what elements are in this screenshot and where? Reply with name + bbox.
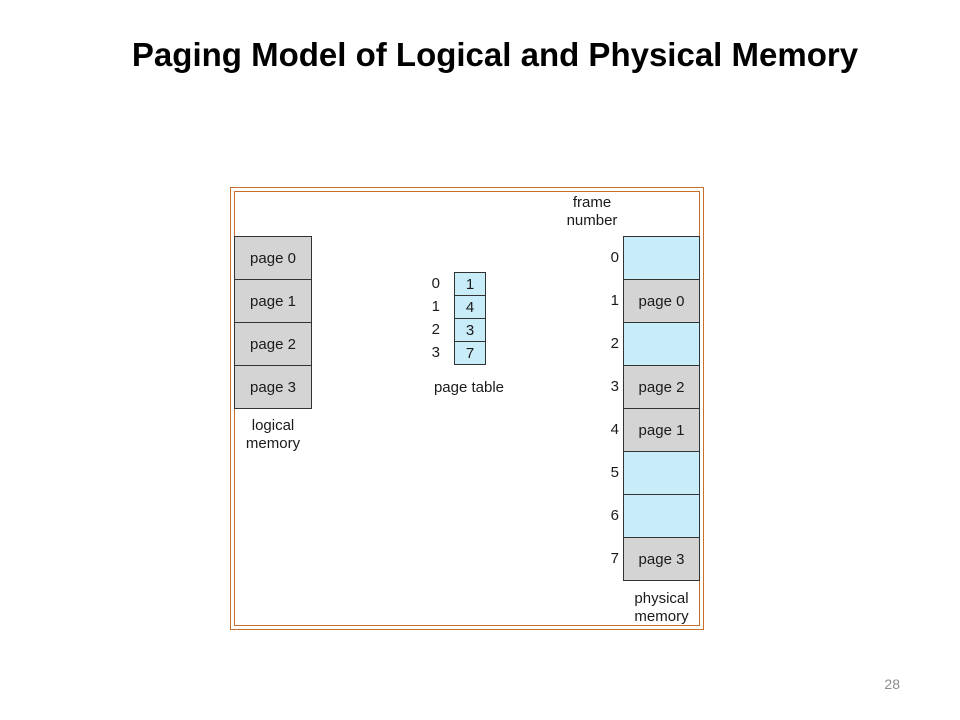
frame-number-5: 5: [610, 464, 619, 481]
physical-frame-5: [623, 451, 700, 495]
physical-frame-6: [623, 494, 700, 538]
page-table-index-0: 0: [431, 275, 440, 292]
physical-memory-label-line1: physical: [634, 590, 689, 607]
frame-number-1: 1: [610, 292, 619, 309]
physical-frame-4: page 1: [623, 408, 700, 452]
physical-frame-1: page 0: [623, 279, 700, 323]
logical-page-0: page 0: [234, 236, 312, 280]
page-table-entry-3: 7: [454, 341, 486, 365]
slide-title: Paging Model of Logical and Physical Mem…: [131, 36, 859, 73]
page-table-index-3: 3: [431, 344, 440, 361]
frame-number-header-line1: frame: [572, 194, 612, 211]
diagram-frame: page 0 page 1 page 2 page 3 logical memo…: [230, 187, 704, 630]
frame-number-4: 4: [610, 421, 619, 438]
frame-number-header: frame number: [551, 194, 633, 230]
frame-number-0: 0: [610, 249, 619, 266]
page-table-entry-2: 3: [454, 318, 486, 342]
logical-page-3: page 3: [234, 365, 312, 409]
page-table-entry-1: 4: [454, 295, 486, 319]
frame-number-3: 3: [610, 378, 619, 395]
physical-memory-label: physical memory: [623, 590, 700, 626]
page-table-index-2: 2: [431, 321, 440, 338]
logical-memory-label-line2: memory: [245, 435, 301, 452]
physical-frame-0: [623, 236, 700, 280]
physical-memory-label-line2: memory: [634, 608, 689, 625]
slide-number: 28: [884, 676, 900, 692]
logical-page-1: page 1: [234, 279, 312, 323]
logical-memory-label-line1: logical: [251, 417, 295, 434]
frame-number-2: 2: [610, 335, 619, 352]
page-table-entry-0: 1: [454, 272, 486, 296]
physical-frame-2: [623, 322, 700, 366]
page-table-label: page table: [433, 379, 505, 396]
frame-number-header-line2: number: [566, 212, 618, 229]
logical-memory-label: logical memory: [234, 417, 312, 453]
frame-number-6: 6: [610, 507, 619, 524]
physical-frame-7: page 3: [623, 537, 700, 581]
physical-frame-3: page 2: [623, 365, 700, 409]
page-table-index-1: 1: [431, 298, 440, 315]
logical-page-2: page 2: [234, 322, 312, 366]
frame-number-7: 7: [610, 550, 619, 567]
